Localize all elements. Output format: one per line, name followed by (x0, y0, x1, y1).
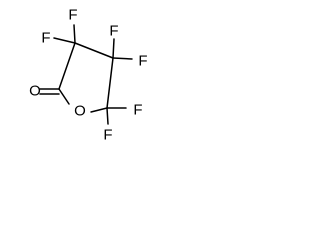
bond-c3-f-left (53, 37, 76, 44)
atom-label-o-ring: O (74, 103, 86, 120)
bond-c3-f-top (73, 24, 76, 44)
bond-c4-f-right (112, 57, 133, 60)
bond-o1-c2 (58, 88, 70, 105)
atom-label-f-c4-top: F (109, 23, 118, 40)
atom-label-f-c3-top: F (68, 7, 77, 24)
bond-c4-c5 (106, 57, 114, 109)
structure-canvas: O O F F F F F F (0, 0, 156, 144)
atom-label-o-carbonyl: O (29, 83, 41, 100)
bond-c5-f-bottom (106, 107, 109, 125)
bond-c5-o1 (90, 107, 108, 113)
atom-label-f-c4-right: F (138, 53, 147, 70)
atom-label-f-c3-left: F (41, 30, 50, 47)
bond-c3-c4 (74, 42, 114, 59)
bond-c4-f-top (112, 38, 115, 59)
bond-c2-c3 (58, 42, 76, 90)
chemical-structure-diagram: O O F F F F F F (29, 7, 147, 144)
atom-label-f-c5-right: F (133, 102, 142, 119)
atom-label-f-c5-bottom: F (103, 127, 112, 144)
